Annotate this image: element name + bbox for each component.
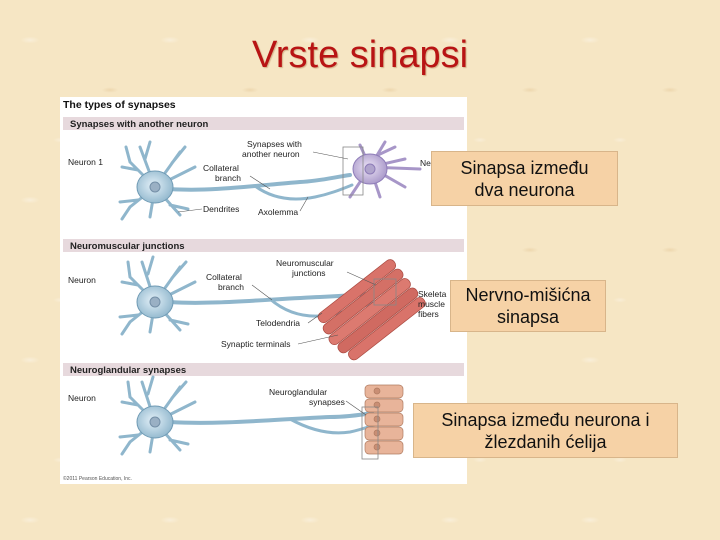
label-synapses-with: Synapses with bbox=[247, 139, 302, 149]
gland-cells-drawing bbox=[364, 384, 404, 455]
callout-neuron-neuron: Sinapsa između dva neurona bbox=[431, 151, 618, 206]
callout-2-line-2: sinapsa bbox=[496, 307, 560, 327]
label-axolemma: Axolemma bbox=[258, 207, 298, 217]
label-dendrites: Dendrites bbox=[203, 204, 239, 214]
callout-3-line-1: Sinapsa između neurona i bbox=[441, 409, 650, 430]
slide-title: Vrste sinapsi bbox=[251, 34, 469, 76]
label-branch-2: branch bbox=[218, 282, 244, 292]
label-skeletal: Skeleta bbox=[418, 289, 447, 299]
panel-2-left-label: Neuron bbox=[68, 275, 96, 285]
label-fibers: fibers bbox=[418, 309, 439, 319]
label-ne-truncated: Ne bbox=[420, 158, 431, 168]
neuron-1-drawing bbox=[118, 140, 354, 221]
label-neuroglandular: Neuroglandular bbox=[269, 387, 327, 397]
neuron-1-nucleus bbox=[149, 181, 161, 193]
callout-neuromuscular: Nervno-mišićna sinapsa bbox=[450, 280, 606, 332]
panel-3-header-bar bbox=[63, 363, 464, 376]
label-synaptic-terminals: Synaptic terminals bbox=[221, 339, 290, 349]
callout-1-line-1: Sinapsa između bbox=[460, 157, 589, 178]
label-telodendria: Telodendria bbox=[256, 318, 300, 328]
neuron-4-nucleus bbox=[149, 416, 161, 428]
callout-2-line-1: Nervno-mišićna bbox=[465, 285, 591, 305]
panel-2-header: Neuromuscular junctions bbox=[70, 241, 185, 252]
muscle-fibers-drawing bbox=[317, 259, 426, 361]
label-muscle: muscle bbox=[418, 299, 445, 309]
label-branch-1: branch bbox=[215, 173, 241, 183]
synapse-box-2 bbox=[373, 278, 397, 306]
synapse-box-3 bbox=[361, 406, 379, 460]
neuron-3-nucleus bbox=[149, 296, 161, 308]
callout-1-line-2: dva neurona bbox=[474, 179, 575, 200]
panel-1-header-bar bbox=[63, 117, 464, 130]
panel-3-left-label: Neuron bbox=[68, 393, 96, 403]
synapse-types-figure: The types of synapses Synapses with anot… bbox=[60, 97, 467, 484]
callout-3-line-2: žlezdanih ćelija bbox=[484, 431, 607, 452]
figure-title: The types of synapses bbox=[63, 99, 176, 111]
panel-3-header: Neuroglandular synapses bbox=[70, 365, 186, 376]
callout-neuroglandular: Sinapsa između neurona i žlezdanih ćelij… bbox=[413, 403, 678, 458]
panel-2-header-bar bbox=[63, 239, 464, 252]
synapse-diagram: The types of synapses Synapses with anot… bbox=[63, 99, 464, 482]
panel-1-header: Synapses with another neuron bbox=[70, 119, 208, 130]
neuron-2-nucleus bbox=[364, 163, 376, 175]
label-neuromuscular: Neuromuscular bbox=[276, 258, 334, 268]
label-junctions: junctions bbox=[291, 268, 326, 278]
copyright-text: ©2011 Pearson Education, Inc. bbox=[63, 475, 132, 482]
label-another-neuron: another neuron bbox=[242, 149, 300, 159]
label-collateral-1: Collateral bbox=[203, 163, 239, 173]
synapse-box-1 bbox=[342, 146, 364, 196]
label-collateral-2: Collateral bbox=[206, 272, 242, 282]
label-synapses: synapses bbox=[309, 397, 345, 407]
panel-1-left-label: Neuron 1 bbox=[68, 157, 103, 167]
